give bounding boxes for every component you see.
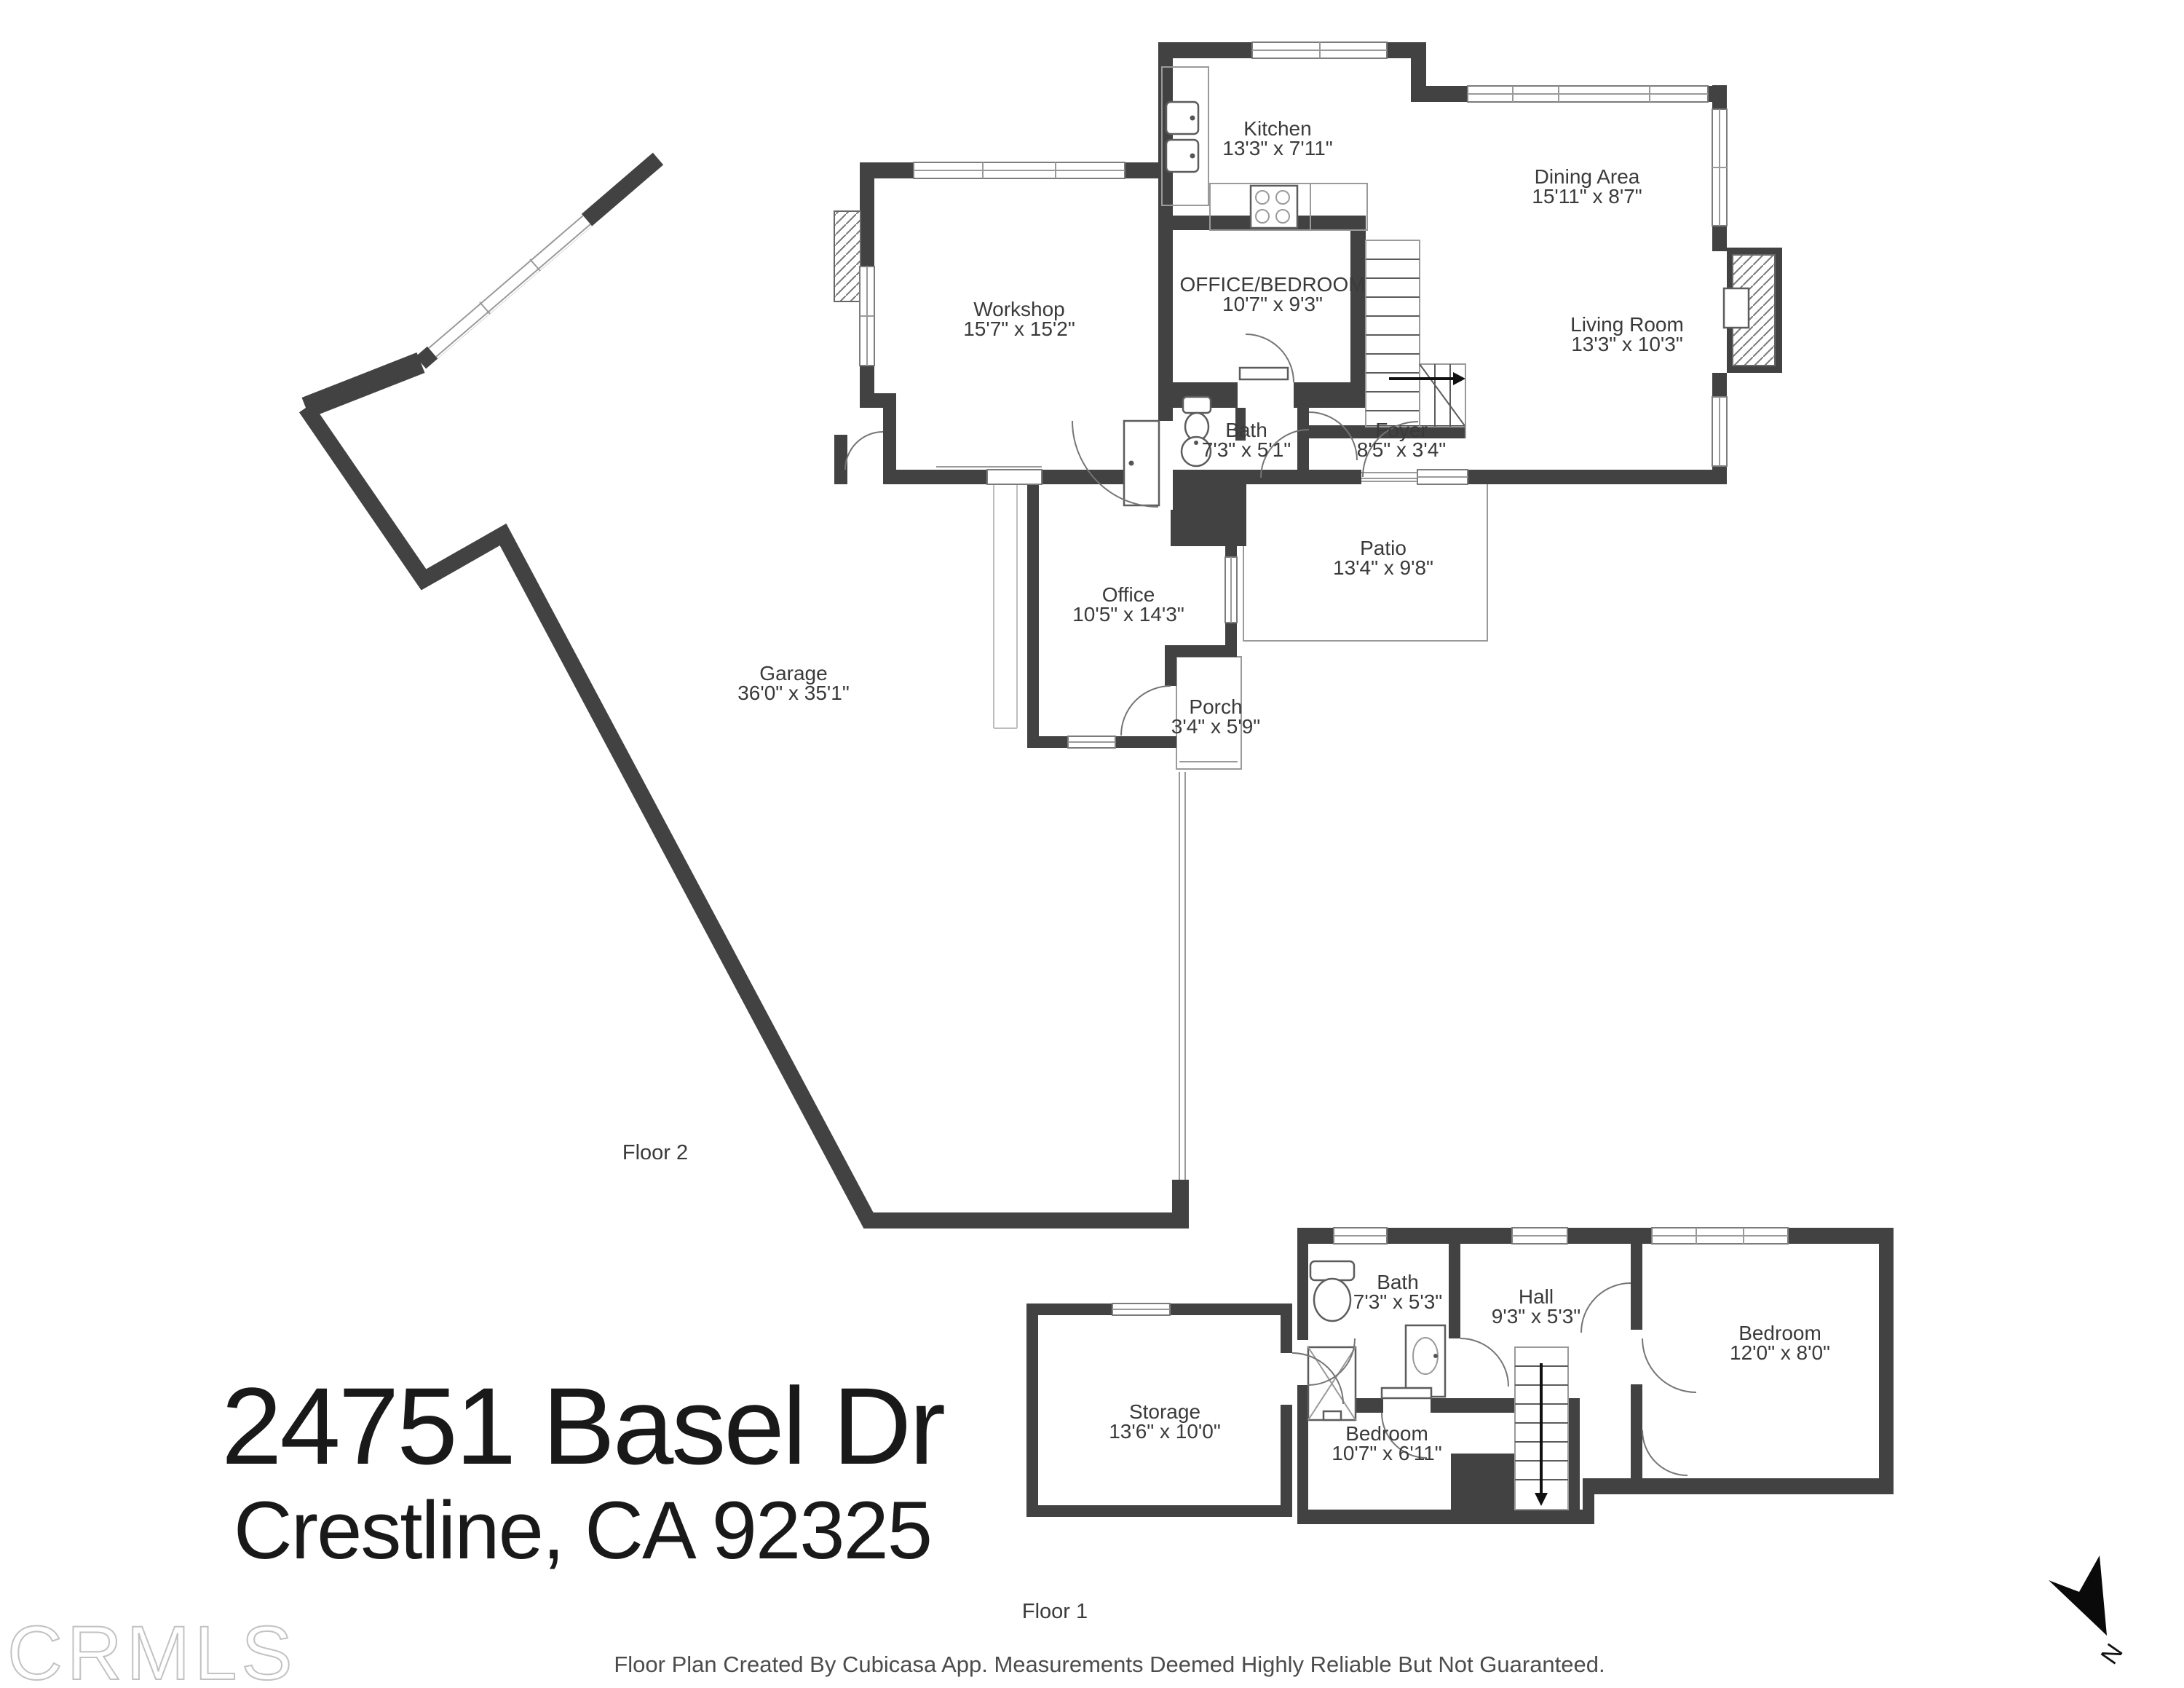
address-line1: 24751 Basel Dr: [221, 1365, 944, 1487]
crmls-watermark: CRMLS: [7, 1611, 297, 1688]
north-arrow-icon: N: [2049, 1555, 2129, 1669]
room-dims-label: 13'4" x 9'8": [1333, 556, 1433, 579]
room-name-label: Bath: [1377, 1271, 1419, 1293]
room-name-label: Storage: [1129, 1400, 1200, 1423]
room-name-label: Kitchen: [1243, 117, 1311, 140]
room-name-label: Workshop: [973, 298, 1065, 320]
room-dims-label: 15'7" x 15'2": [963, 318, 1075, 340]
room-dims-label: 13'3" x 10'3": [1571, 333, 1683, 355]
chimney: [834, 210, 861, 302]
stairs-floor1: [1514, 1346, 1569, 1510]
room-dims-label: 10'7" x 6'11": [1332, 1442, 1441, 1464]
sink-floor2: [1180, 435, 1212, 468]
floor2-caption: Floor 2: [622, 1141, 688, 1164]
sink-floor1: [1404, 1324, 1447, 1398]
room-name-label: Hall: [1519, 1285, 1554, 1308]
room-name-label: Office: [1102, 583, 1155, 606]
floor2-fixtures: [844, 66, 1466, 736]
floor2-windows: [859, 42, 1728, 749]
address-line2: Crestline, CA 92325: [234, 1485, 931, 1576]
north-label: N: [2096, 1638, 2129, 1669]
room-dims-label: 13'6" x 10'0": [1109, 1420, 1221, 1443]
room-name-label: Foyer: [1375, 419, 1428, 441]
room-name-label: OFFICE/BEDROOM: [1179, 273, 1365, 296]
room-name-label: Patio: [1360, 537, 1406, 559]
floor1-caption: Floor 1: [1022, 1600, 1088, 1623]
room-dims-label: 10'7" x 9'3": [1222, 293, 1323, 315]
garage-window: [427, 213, 593, 359]
room-name-label: Living Room: [1570, 313, 1684, 336]
floor1-fixtures: [1291, 1260, 1697, 1476]
toilet-floor2: [1182, 395, 1212, 442]
stairs-down-arrow: [1535, 1493, 1548, 1506]
room-dims-label: 36'0" x 35'1": [737, 682, 850, 704]
garage-outline: [298, 152, 1189, 1228]
room-dims-label: 9'3" x 5'3": [1492, 1305, 1580, 1328]
room-dims-label: 8'5" x 3'4": [1357, 438, 1446, 461]
stairs-up-arrow: [1453, 372, 1465, 385]
patio-outline: [1243, 478, 1488, 642]
floor1-walls: [1026, 1228, 1894, 1524]
deck-outline: [993, 484, 1018, 729]
room-dims-label: 7'3" x 5'1": [1202, 438, 1291, 461]
room-name-label: Bath: [1225, 419, 1267, 441]
floor1-windows: [1112, 1227, 1789, 1316]
stairs-floor2: [1365, 240, 1466, 427]
room-name-label: Bedroom: [1345, 1422, 1428, 1445]
room-name-label: Porch: [1189, 695, 1242, 718]
room-name-label: Dining Area: [1535, 165, 1640, 188]
toilet-floor1: [1309, 1260, 1356, 1322]
front-door: [1361, 421, 1419, 482]
bath-block: [1171, 470, 1246, 546]
room-dims-label: 7'3" x 5'3": [1353, 1290, 1442, 1313]
room-name-label: Garage: [759, 662, 827, 685]
room-dims-label: 10'5" x 14'3": [1072, 603, 1184, 626]
disclaimer-text: Floor Plan Created By Cubicasa App. Meas…: [614, 1652, 1605, 1677]
room-dims-label: 3'4" x 5'9": [1171, 715, 1260, 738]
room-dims-label: 12'0" x 8'0": [1730, 1341, 1830, 1364]
room-dims-label: 15'11" x 8'7": [1532, 185, 1642, 208]
room-name-label: Bedroom: [1738, 1322, 1821, 1344]
room-dims-label: 13'3" x 7'11": [1222, 137, 1332, 159]
sliding-door: [936, 466, 1042, 485]
